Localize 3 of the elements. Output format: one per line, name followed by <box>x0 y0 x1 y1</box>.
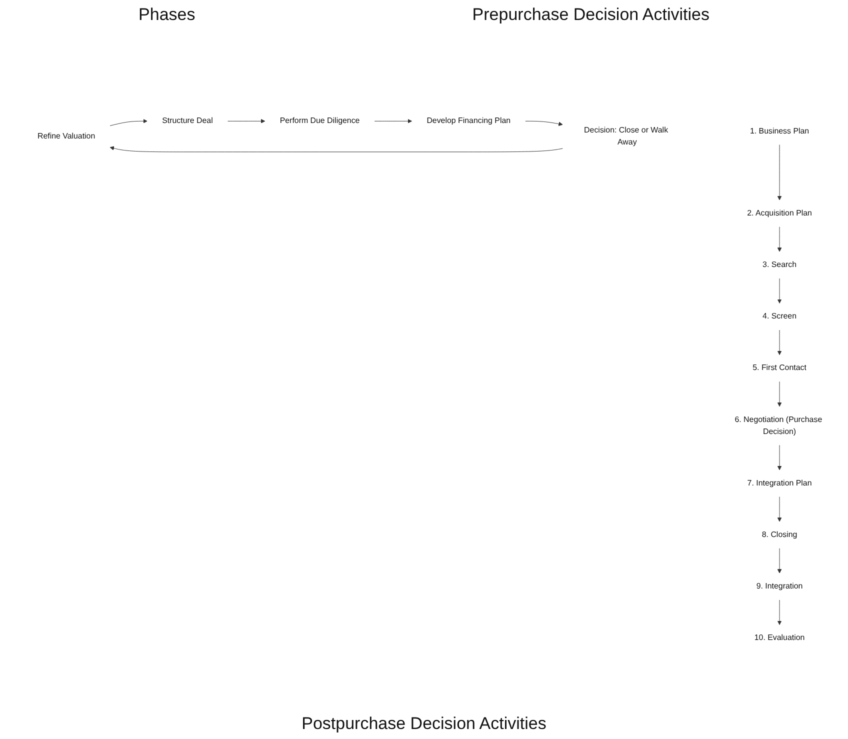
section-label: Postpurchase Decision Activities <box>302 714 546 733</box>
section-label: Prepurchase Decision Activities <box>472 5 710 24</box>
column-heading: Phases <box>138 5 196 24</box>
